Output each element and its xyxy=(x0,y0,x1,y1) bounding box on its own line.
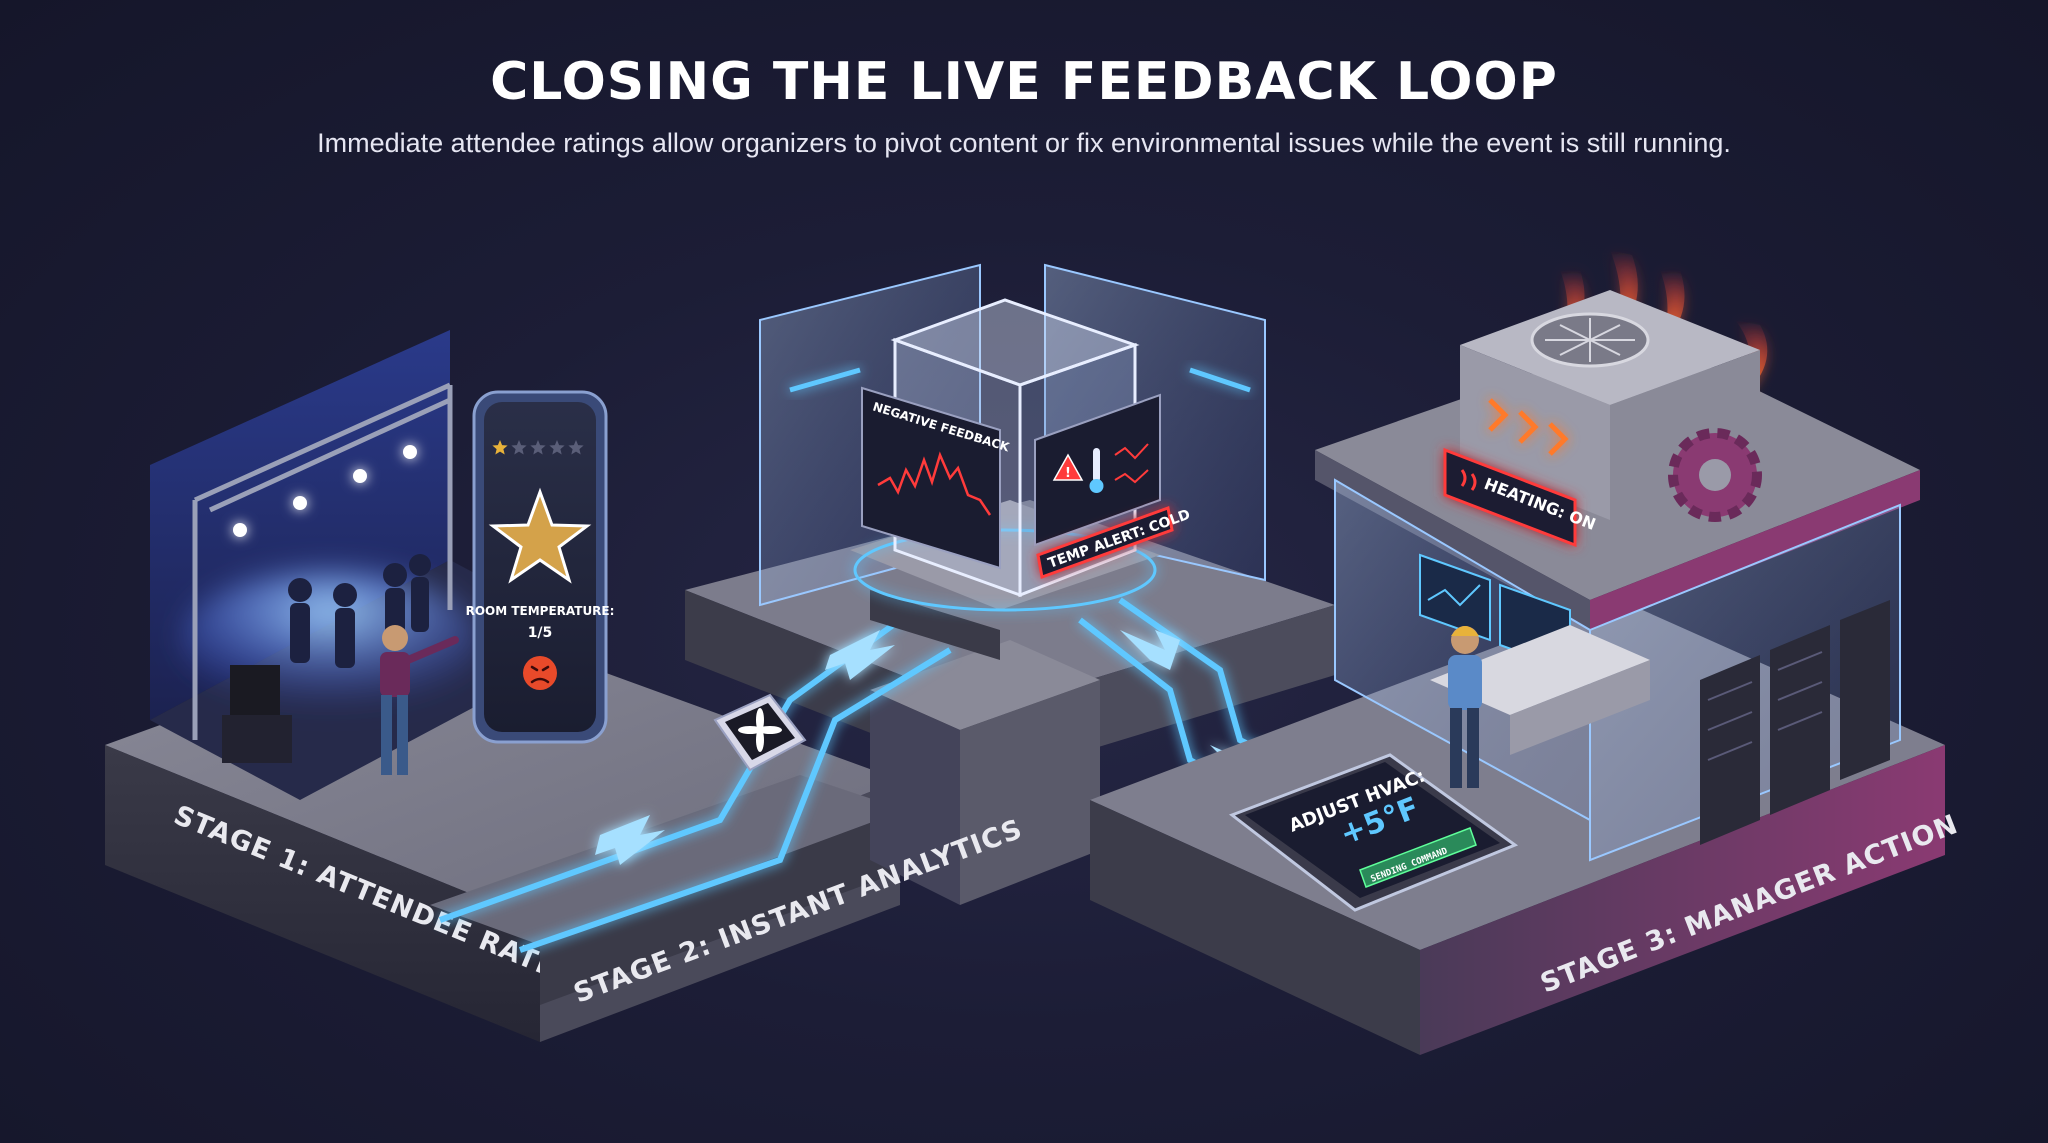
feedback-trend-line xyxy=(877,451,992,516)
star-filled-icon xyxy=(492,440,508,455)
command-tablet: ADJUST HVAC: +5°F SENDING COMMAND xyxy=(1228,753,1519,912)
stage-1-left-side xyxy=(105,745,540,1042)
hvac-unit: HEATING: ON xyxy=(1443,250,1768,548)
arrow-icon xyxy=(1120,630,1180,670)
audience-silhouettes xyxy=(288,554,431,668)
sparkle-icon xyxy=(738,708,782,752)
lighting-truss xyxy=(192,382,453,740)
data-packet-chip xyxy=(713,693,807,772)
temp-alert-badge xyxy=(1036,505,1174,580)
arrow-icon xyxy=(825,630,895,680)
large-star-icon xyxy=(488,487,592,584)
rating-stars xyxy=(492,440,584,455)
page-title: CLOSING THE LIVE FEEDBACK LOOP xyxy=(490,52,1558,112)
angry-face-icon xyxy=(523,656,557,690)
heat-icon xyxy=(1460,469,1477,491)
phone-screen xyxy=(484,402,596,732)
stage-lights xyxy=(233,445,417,537)
star-empty-icon xyxy=(530,440,546,455)
phone-prompt: ROOM TEMPERATURE: xyxy=(466,604,615,618)
arrow-icon xyxy=(595,815,665,865)
phone-score: 1/5 xyxy=(528,625,553,641)
star-empty-icon xyxy=(511,440,527,455)
attendee-person xyxy=(380,625,459,775)
control-desk xyxy=(1430,625,1650,715)
phone-device: ROOM TEMPERATURE: 1/5 xyxy=(466,390,615,744)
tablet-screen xyxy=(1245,762,1500,898)
server-racks xyxy=(1700,600,1890,845)
hard-hat-icon xyxy=(1451,626,1479,636)
spotlight-glow xyxy=(180,570,480,710)
thermometer-icon xyxy=(1089,448,1104,493)
heat-vents xyxy=(1488,398,1569,456)
svg-text:!: ! xyxy=(1065,466,1071,481)
page-subtitle: Immediate attendee ratings allow organiz… xyxy=(317,128,1731,158)
warning-icon xyxy=(1052,453,1084,481)
speaker-box xyxy=(222,715,292,763)
stage-2-walkway xyxy=(430,775,905,945)
star-empty-icon xyxy=(549,440,565,455)
gear-icon xyxy=(1668,428,1762,522)
manager-person xyxy=(1448,626,1482,788)
star-empty-icon xyxy=(568,440,584,455)
